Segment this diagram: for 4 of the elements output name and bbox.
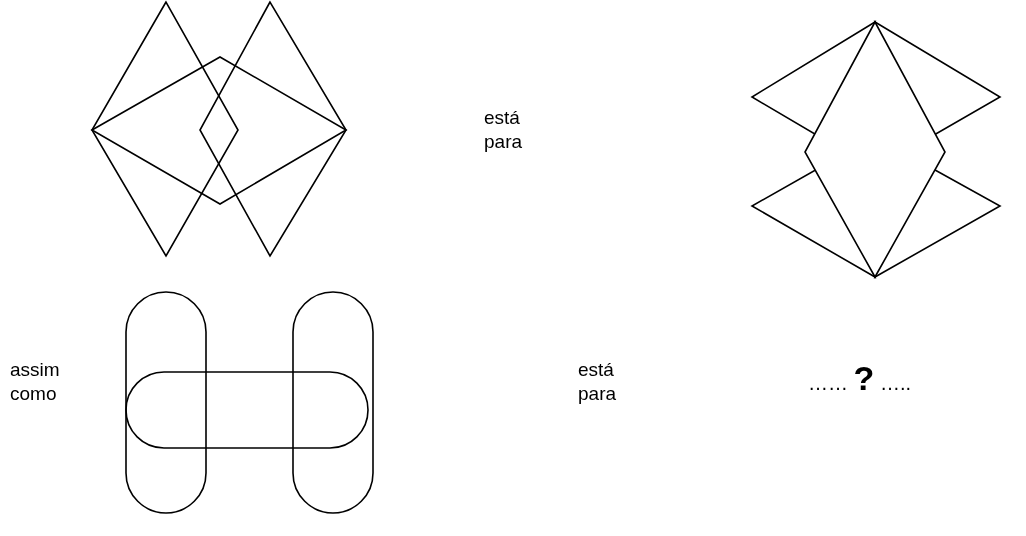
analogy-text: está para bbox=[578, 358, 618, 406]
fill-in-line: …… ? ….. bbox=[808, 366, 912, 395]
analogy-text: está para bbox=[484, 106, 524, 154]
analogy-text: assim como bbox=[10, 358, 61, 406]
